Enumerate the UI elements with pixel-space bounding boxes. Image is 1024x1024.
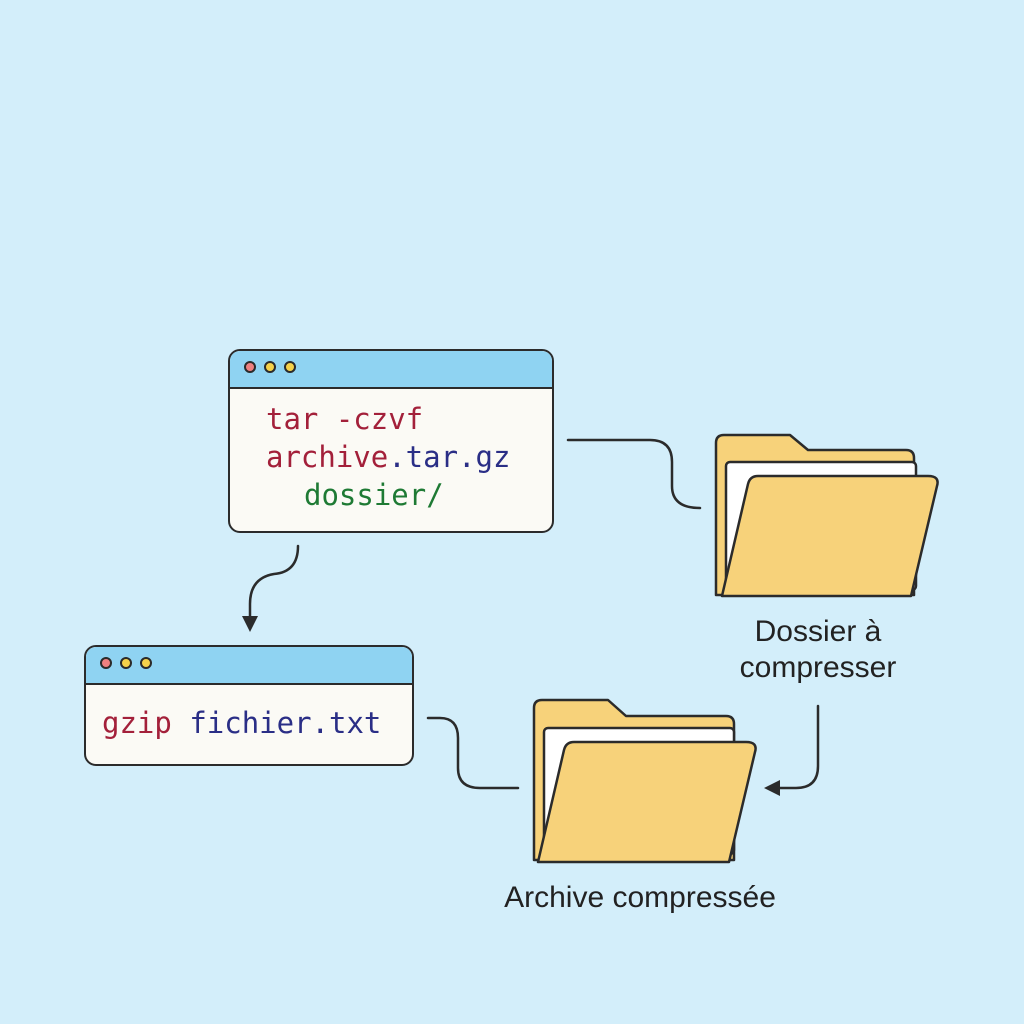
gzip-argument: fichier.txt bbox=[189, 706, 382, 740]
connector-tar-to-folder bbox=[566, 438, 702, 510]
window-dot-yellow-icon bbox=[140, 657, 152, 669]
gzip-command-line: gzip fichier.txt bbox=[102, 705, 381, 741]
window-dot-red-icon bbox=[244, 361, 256, 373]
archive-label: Archive compressée bbox=[504, 881, 776, 914]
folder-icon-source bbox=[714, 433, 939, 598]
terminal-titlebar bbox=[86, 647, 412, 685]
terminal-window-gzip: gzip fichier.txt bbox=[84, 645, 414, 766]
terminal-titlebar bbox=[230, 351, 552, 389]
source-folder-label-line-1: Dossier à bbox=[754, 615, 882, 648]
folder-icon-archive bbox=[532, 698, 757, 864]
command-line-1: tar -czvf bbox=[266, 402, 424, 436]
source-folder-label-line-2: compresser bbox=[739, 651, 897, 684]
window-dot-yellow-icon bbox=[120, 657, 132, 669]
connector-gzip-to-archive bbox=[426, 716, 520, 790]
command-line-2: archive.tar.gz bbox=[266, 439, 510, 475]
source-folder-label: Dossier à compresser bbox=[708, 614, 928, 686]
archive-extension: .tar.gz bbox=[388, 440, 511, 474]
gzip-command: gzip bbox=[102, 706, 172, 740]
arrow-head-left-icon bbox=[764, 780, 780, 796]
archive-name: archive bbox=[266, 440, 389, 474]
window-dot-yellow-icon bbox=[264, 361, 276, 373]
terminal-window-tar: tar -czvf archive.tar.gz dossier/ bbox=[228, 349, 554, 533]
window-dot-red-icon bbox=[100, 657, 112, 669]
command-line-3: dossier/ bbox=[304, 478, 444, 512]
arrow-tar-to-gzip bbox=[248, 544, 300, 620]
arrow-head-down-icon bbox=[242, 616, 258, 632]
arrow-folder-to-archive bbox=[776, 704, 820, 790]
window-dot-yellow-icon bbox=[284, 361, 296, 373]
